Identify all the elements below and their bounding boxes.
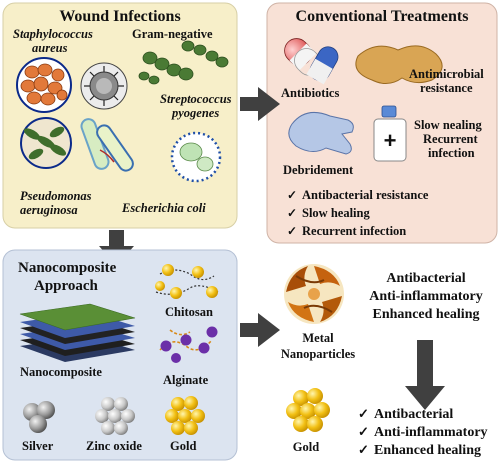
arrow-right-icon bbox=[240, 313, 280, 347]
pseudomonas-label-line2: aeruginosa bbox=[20, 203, 78, 217]
benefit-check-icon: ✓ bbox=[358, 424, 369, 439]
benefits-list: ✓ Antibacterial ✓ Anti-inflammatory ✓ En… bbox=[358, 406, 488, 458]
effect-item: Anti-inflammatory bbox=[369, 289, 483, 304]
effect-item: Antibacterial bbox=[386, 271, 465, 286]
slow-label-line3: infection bbox=[428, 146, 475, 160]
effect-item: Enhanced healing bbox=[373, 307, 480, 322]
outcome-gold-label: Gold bbox=[293, 440, 319, 454]
wound-panel-title: Wound Infections bbox=[59, 8, 180, 25]
silver-nanoparticles-icon bbox=[23, 401, 55, 433]
antimicrobial-label-line2: resistance bbox=[420, 81, 473, 95]
outcome-section: Metal Nanoparticles Antibacterial Anti-i… bbox=[281, 264, 488, 458]
gold-nanoparticles-icon bbox=[165, 396, 205, 435]
benefit-check-icon: ✓ bbox=[358, 406, 369, 421]
gold-label: Gold bbox=[170, 439, 196, 453]
staph-label-line1: Staphylococcus bbox=[13, 27, 93, 41]
slow-label-line2: Recurrent bbox=[423, 132, 478, 146]
metal-label-line2: Nanoparticles bbox=[281, 347, 355, 361]
silver-label: Silver bbox=[22, 439, 54, 453]
benefit-check-icon: ✓ bbox=[358, 442, 369, 457]
nano-title-line1: Nanocomposite bbox=[18, 260, 117, 276]
pseudomonas-icon bbox=[20, 117, 72, 169]
glove-icon bbox=[288, 111, 354, 155]
pseudomonas-label-line1: Pseudomonas bbox=[20, 189, 92, 203]
arrow-down-icon bbox=[99, 230, 134, 266]
staphylococcus-icon bbox=[16, 57, 72, 113]
strep-label-line1: Streptococcus bbox=[160, 92, 232, 106]
nanocomposite-panel: Nanocomposite Approach Nanocomposite Chi… bbox=[2, 249, 238, 461]
antibiotics-label: Antibiotics bbox=[281, 86, 339, 100]
conventional-treatments-panel: Conventional Treatments Antibiotics Anti… bbox=[266, 2, 498, 244]
nano-title-line2: Approach bbox=[34, 278, 99, 294]
issue-check-icon: ✓ bbox=[287, 206, 297, 220]
nanocomposite-layers-icon bbox=[19, 303, 136, 362]
arrow-right-icon bbox=[240, 87, 280, 121]
ecoli-label: Escherichia coli bbox=[121, 201, 206, 215]
issue-check-icon: ✓ bbox=[287, 188, 297, 202]
issue-item: Recurrent infection bbox=[302, 224, 406, 238]
gram-negative-icon bbox=[138, 40, 229, 85]
chitosan-icon bbox=[155, 264, 219, 299]
strep-label-line2: pyogenes bbox=[171, 106, 219, 120]
arrow-down-icon bbox=[405, 340, 445, 410]
zinc-oxide-icon bbox=[95, 397, 135, 435]
nanocomposite-label: Nanocomposite bbox=[20, 365, 102, 379]
treatment-issues-list: ✓ Antibacterial resistance ✓ Slow healin… bbox=[287, 188, 429, 238]
zinc-oxide-label: Zinc oxide bbox=[86, 439, 142, 453]
metal-nanoparticles-icon bbox=[284, 264, 344, 324]
effects-list: Antibacterial Anti-inflammatory Enhanced… bbox=[369, 271, 483, 322]
debridement-label: Debridement bbox=[283, 163, 354, 177]
metal-label-line1: Metal bbox=[302, 331, 334, 345]
benefit-item: Enhanced healing bbox=[374, 443, 481, 458]
bandage-icon: + bbox=[373, 105, 407, 162]
slow-label-line1: Slow nealing bbox=[414, 118, 482, 132]
chitosan-label: Chitosan bbox=[165, 305, 213, 319]
issue-item: Antibacterial resistance bbox=[302, 188, 429, 202]
treatment-panel-title: Conventional Treatments bbox=[296, 8, 469, 25]
streptococcus-icon bbox=[170, 131, 222, 183]
gold-cluster-icon bbox=[286, 388, 330, 432]
benefit-item: Anti-inflammatory bbox=[374, 425, 488, 440]
spiked-bacterium-icon bbox=[80, 62, 128, 110]
benefit-item: Antibacterial bbox=[374, 407, 453, 422]
wound-infections-panel: Wound Infections Staphylococcus aureus G… bbox=[2, 2, 238, 229]
rod-bacteria-icon bbox=[80, 118, 134, 172]
gram-negative-label: Gram-negative bbox=[132, 27, 213, 41]
antimicrobial-label-line1: Antimicrobial bbox=[409, 67, 484, 81]
antibiotics-icon bbox=[284, 38, 339, 85]
plus-icon: + bbox=[384, 128, 397, 153]
issue-item: Slow healing bbox=[302, 206, 370, 220]
flow-arrows bbox=[99, 87, 445, 410]
alginate-label: Alginate bbox=[163, 373, 209, 387]
staph-label-line2: aureus bbox=[32, 41, 68, 55]
alginate-icon bbox=[159, 326, 218, 363]
resistance-icon bbox=[355, 45, 443, 84]
issue-check-icon: ✓ bbox=[287, 224, 297, 238]
